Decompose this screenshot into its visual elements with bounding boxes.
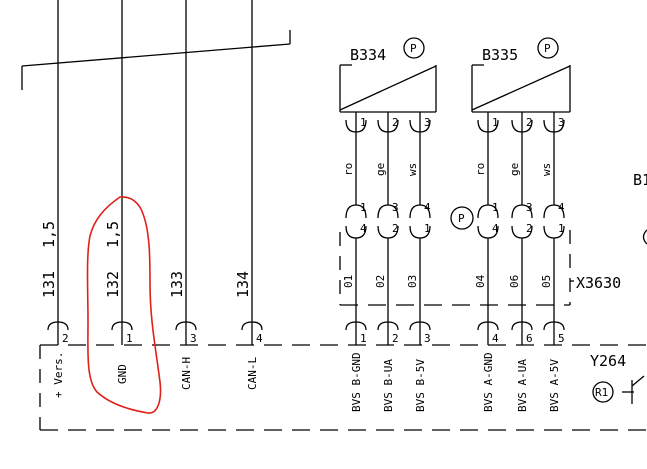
pin-label: 1	[492, 201, 499, 214]
pin-label: 4	[360, 222, 367, 235]
sensor-b335: B335 P	[471, 37, 571, 113]
badge-text: P	[544, 42, 551, 55]
pin-label: 2	[526, 222, 533, 235]
wire-code: 02	[374, 275, 387, 288]
pin-label: 4	[558, 201, 565, 214]
component-label: B1	[633, 171, 647, 189]
sensor-pin-sockets	[345, 112, 565, 205]
pin-label: 3	[392, 201, 399, 214]
signal-label: BVS A-UA	[516, 359, 529, 412]
harness-bracket	[21, 30, 291, 90]
control-unit-boundary	[39, 344, 647, 431]
pin-label: 1	[360, 332, 367, 345]
pin-label: 1	[360, 116, 367, 129]
signal-label: CAN-H	[180, 357, 193, 390]
wire-size-131: 1,5	[40, 221, 58, 248]
badge-text: P	[458, 212, 465, 225]
pin-label: 2	[392, 222, 399, 235]
pin-label: 3	[526, 201, 533, 214]
signal-label: BVS B-5V	[414, 359, 427, 412]
wire-number-133: 133	[168, 271, 186, 298]
partial-circle-icon	[642, 229, 647, 245]
pin-label: 4	[492, 332, 499, 345]
wire-color: ro	[474, 163, 487, 176]
pin-label: 2	[392, 116, 399, 129]
p-badge-icon	[450, 206, 474, 230]
signal-label: BVS A-GND	[482, 352, 495, 412]
component-label: Y264	[590, 352, 626, 370]
pin-label: 1	[424, 222, 431, 235]
valve-symbol-icon	[622, 375, 645, 404]
component-label: B335	[482, 46, 518, 64]
pin-label: 2	[392, 332, 399, 345]
wire-code: 03	[406, 275, 419, 288]
wire-color: ge	[374, 163, 387, 176]
pin-label: 3	[424, 332, 431, 345]
wire-size-132: 1,5	[104, 221, 122, 248]
pin-label: 3	[190, 332, 197, 345]
pin-label: 6	[526, 332, 533, 345]
badge-text: P	[410, 42, 417, 55]
wire-color: ws	[406, 163, 419, 176]
pin-label: 5	[558, 332, 565, 345]
pin-label: 1	[126, 332, 133, 345]
pin-label: 1	[558, 222, 565, 235]
pin-label: 2	[526, 116, 533, 129]
p-badge-icon	[537, 37, 559, 59]
bottom-pin-symbols	[345, 321, 565, 345]
badge-text: R1	[595, 386, 608, 399]
connector-x3630	[339, 204, 574, 322]
wire-code: 05	[540, 275, 553, 288]
p-badge-icon	[403, 37, 425, 59]
pin-label: 1	[360, 201, 367, 214]
wire-code: 04	[474, 274, 487, 288]
connector-label: X3630	[576, 274, 621, 292]
wire-code: 01	[342, 275, 355, 288]
signal-label: BVS B-GND	[350, 352, 363, 412]
signal-label: + Vers.	[52, 352, 65, 398]
left-wires	[57, 0, 253, 322]
sensor-b334: B334 P	[339, 37, 437, 113]
wire-number-134: 134	[234, 271, 252, 298]
pin-label: 3	[558, 116, 565, 129]
signal-label: BVS B-UA	[382, 359, 395, 412]
gnd-highlight-annotation	[86, 196, 162, 414]
pin-label: 2	[62, 332, 69, 345]
left-pin-symbols	[47, 321, 263, 345]
pin-label: 3	[424, 116, 431, 129]
pin-label: 4	[492, 222, 499, 235]
wire-color: ws	[540, 163, 553, 176]
wire-color: ro	[342, 163, 355, 176]
wire-number-131: 131	[40, 271, 58, 298]
wire-number-132: 132	[104, 271, 122, 298]
pin-label: 4	[424, 201, 431, 214]
signal-label: GND	[116, 364, 129, 384]
pin-label: 1	[492, 116, 499, 129]
wire-color: ge	[508, 163, 521, 176]
component-label: B334	[350, 46, 386, 64]
signal-label: BVS A-5V	[548, 359, 561, 412]
wire-code: 06	[508, 275, 521, 288]
pin-label: 4	[256, 332, 263, 345]
r1-badge-icon	[592, 381, 614, 403]
signal-label: CAN-L	[246, 357, 259, 390]
